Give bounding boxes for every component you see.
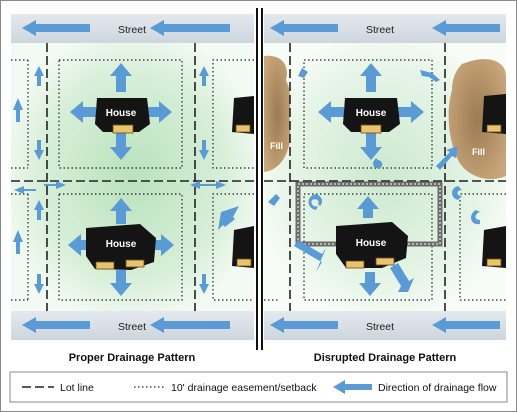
street-flow-arrow	[432, 317, 500, 333]
house-label: House	[106, 108, 137, 119]
fill-label-right: Fill	[472, 147, 485, 157]
house-label: House	[106, 239, 137, 250]
right-panel: Street Street Fill Fill	[264, 14, 506, 364]
fill-mound-right	[448, 59, 506, 180]
legend-flow-swatch	[333, 380, 372, 394]
house-flow-arrows	[13, 63, 239, 296]
swale-flow-arrows	[14, 66, 226, 294]
street-flow-arrow	[22, 20, 90, 36]
street-flow-arrow	[150, 20, 230, 36]
house-partial-right	[232, 96, 254, 268]
street-label-bottom-right: Street	[366, 321, 394, 333]
house-bottom-left: House	[86, 224, 156, 270]
fill-label-left: Fill	[270, 141, 283, 151]
street-flow-arrow	[22, 317, 90, 333]
house-label: House	[356, 108, 387, 119]
street-flow-arrow	[270, 20, 338, 36]
legend-flow: Direction of drainage flow	[378, 382, 497, 394]
street-flow-arrow	[270, 317, 338, 333]
legend-easement: 10' drainage easement/setback	[171, 382, 317, 394]
left-panel: Street Street	[11, 14, 254, 364]
caption-disrupted: Disrupted Drainage Pattern	[314, 352, 457, 364]
house-bottom-right: House	[336, 222, 408, 269]
house-flow-arrows	[268, 63, 480, 296]
house-top-left: House	[95, 98, 150, 134]
street-label-bottom-left: Street	[118, 321, 146, 333]
house-label: House	[356, 238, 387, 249]
house-partial-right-edge	[482, 94, 506, 268]
easement-lines	[264, 59, 506, 301]
legend: Lot line 10' drainage easement/setback D…	[9, 371, 508, 403]
easement-lines	[11, 59, 254, 301]
legend-lot-line: Lot line	[60, 382, 94, 394]
house-top-right: House	[343, 98, 400, 134]
street-label-top-right: Street	[366, 24, 394, 36]
street-flow-arrow	[150, 317, 230, 333]
street-label-top-left: Street	[118, 24, 146, 36]
fill-mound-left	[264, 55, 291, 172]
street-flow-arrow	[432, 20, 500, 36]
caption-proper: Proper Drainage Pattern	[69, 352, 196, 364]
